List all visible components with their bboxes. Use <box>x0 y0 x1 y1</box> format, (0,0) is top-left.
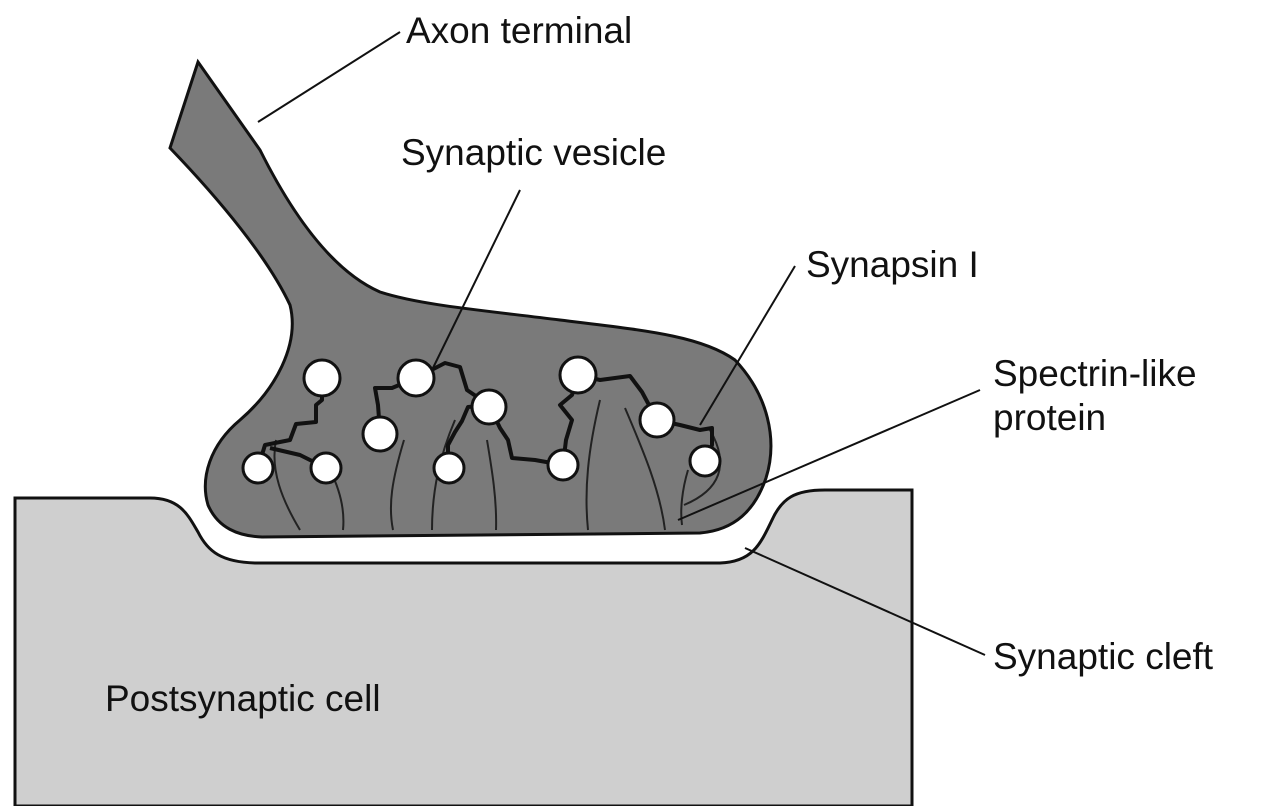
synaptic-vesicle <box>304 360 340 396</box>
label-axon-terminal: Axon terminal <box>406 10 632 52</box>
synaptic-vesicle <box>243 453 273 483</box>
label-spectrin-like-protein: Spectrin-like protein <box>993 352 1197 440</box>
label-synaptic-vesicle: Synaptic vesicle <box>401 132 666 174</box>
label-postsynaptic-cell: Postsynaptic cell <box>105 678 381 720</box>
postsynaptic-cell-body <box>15 490 912 806</box>
synaptic-vesicle <box>434 453 464 483</box>
label-synaptic-cleft: Synaptic cleft <box>993 636 1213 678</box>
synaptic-vesicle <box>640 403 674 437</box>
label-synapsin-i: Synapsin I <box>806 244 979 286</box>
synaptic-vesicle <box>363 417 397 451</box>
synaptic-vesicle <box>560 357 596 393</box>
synaptic-vesicle <box>398 360 434 396</box>
synaptic-vesicle <box>548 450 578 480</box>
synaptic-vesicle <box>690 446 720 476</box>
synaptic-vesicle <box>311 453 341 483</box>
leader-axon-terminal <box>258 32 400 122</box>
synaptic-vesicle <box>472 390 506 424</box>
